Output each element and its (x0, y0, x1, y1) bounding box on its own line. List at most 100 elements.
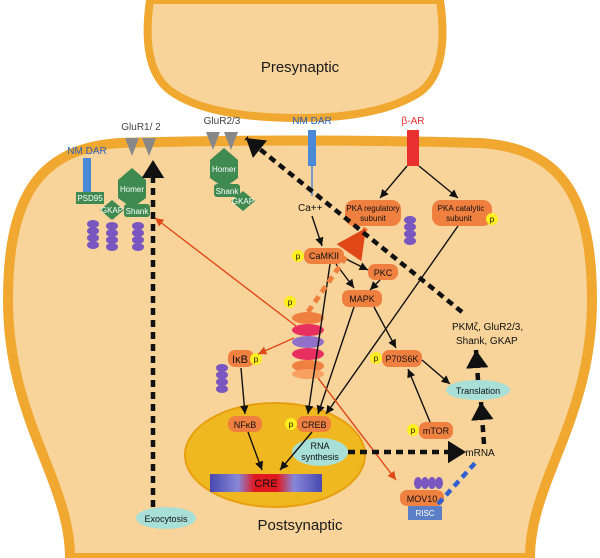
pka-catalytic-subunit (432, 200, 492, 226)
mtor-node (419, 422, 453, 439)
mtor-phospho-label: p (411, 426, 416, 435)
glur23-receptor-right (224, 132, 238, 150)
ubiquitin-chain-left-3 (132, 222, 144, 251)
arrow-betaar-to-pkareg (379, 165, 408, 199)
pka-cat-line2: subunit (446, 214, 473, 223)
ubiquitin-chain-left-2 (106, 222, 118, 251)
arrow-betaar-to-pkacat (418, 165, 459, 199)
creb-node (297, 416, 331, 432)
gkap-left-label: GKAP (101, 206, 123, 215)
mov10-node (400, 490, 444, 506)
exocytosis-node (136, 507, 196, 529)
arrow-mapk-to-creb (316, 306, 355, 415)
pka-cat-phospho (486, 213, 498, 225)
nmdar-left-label: NM DAR (67, 146, 106, 157)
pka-reg-line1: PKA regulatory (346, 204, 399, 213)
ikb-phospho (250, 353, 262, 365)
homer-top (210, 148, 238, 188)
psd95-box (76, 192, 104, 204)
mov10-label: MOV10 (407, 494, 438, 504)
nmdar-left-receptor (83, 158, 91, 192)
translation-label: Translation (456, 386, 500, 396)
pka-cat-line1: PKA catalytic (438, 204, 485, 213)
homer-top-label: Homer (212, 165, 236, 174)
shank-left-label: Shank (126, 207, 150, 216)
gkap-top-label: GKAP (232, 197, 254, 206)
arrow-mapk-to-p70s6k (373, 306, 397, 349)
ubiquitin-chain-left-1 (87, 220, 99, 249)
p70s6k-phospho-label: p (374, 354, 379, 363)
risc-node (408, 506, 442, 520)
psd95-label: PSD95 (77, 194, 103, 203)
shank-left (124, 204, 150, 217)
arrow-dashed-targets-to-glur23 (244, 136, 464, 314)
arrow-red-proteasome-to-mov10 (317, 377, 397, 481)
presynaptic-label: Presynaptic (261, 59, 340, 76)
pka-regulatory-subunit (345, 200, 401, 226)
arrow-pkacat-to-creb (325, 225, 459, 415)
exocytosis-label: Exocytosis (144, 514, 188, 524)
shank-top-label: Shank (216, 187, 240, 196)
creb-phospho (285, 418, 297, 430)
arrow-mtor-to-p70s6k (407, 368, 431, 423)
gkap-left (100, 200, 124, 220)
presynaptic-terminal (143, 0, 447, 123)
rna-synthesis-line2: synthesis (301, 452, 339, 462)
camkii-label: CaMKII (309, 251, 339, 261)
nfkb-label: NFκB (234, 420, 257, 430)
ubiquitin-chain-pka (404, 216, 416, 245)
beta-ar-receptor (407, 130, 419, 166)
postsynaptic-label: Postsynaptic (257, 517, 343, 534)
pka-cat-phospho-label: p (490, 215, 495, 224)
nmdar-center-receptor (308, 130, 316, 166)
glur12-receptor-left (125, 138, 139, 156)
targets-line1: PKMζ, GluR2/3, (452, 322, 523, 333)
rna-synthesis-node (292, 438, 348, 466)
mapk-node (342, 290, 382, 307)
p70s6k-phospho (370, 352, 382, 364)
dna-strand (210, 474, 322, 492)
arrow-orange-dashed-to-pkareg (305, 226, 369, 314)
ikb-node (228, 350, 254, 367)
nmdar-center-label: NM DAR (292, 116, 331, 127)
homer-left-label: Homer (120, 185, 144, 194)
arrow-dashed-blue-risc-to-mrna (436, 460, 478, 506)
p70s6k-node (382, 350, 422, 367)
arrow-ca-to-camkii (311, 215, 324, 247)
creb-phospho-label: p (289, 420, 294, 429)
camkii-phospho-label: p (296, 252, 301, 261)
creb-label: CREB (301, 420, 326, 430)
beta-ar-label: β-AR (402, 116, 425, 127)
ubiquitin-chain-mov10 (414, 477, 443, 489)
arrow-nfkb-to-cre (247, 431, 264, 471)
nfkb-node (228, 416, 262, 432)
camkii-phospho (292, 250, 304, 262)
glur23-label: GluR2/3 (204, 116, 241, 127)
risc-label: RISC (415, 509, 434, 518)
mtor-phospho (407, 424, 419, 436)
mapk-label: MAPK (349, 294, 375, 304)
cre-label: CRE (254, 478, 277, 490)
glur23-receptor-left (206, 132, 220, 150)
targets-line2: Shank, GKAP (456, 336, 518, 347)
gkap-top (231, 191, 255, 211)
camkii-node (304, 248, 344, 264)
homer-left (118, 168, 146, 208)
p70s6k-label: P70S6K (385, 354, 418, 364)
arrow-dashed-translation-to-targets (465, 349, 489, 381)
arrow-red-proteasome-to-shank (154, 217, 297, 327)
pkc-node (368, 264, 398, 280)
arrow-ikb-to-nfkb (240, 367, 249, 415)
pka-reg-line2: subunit (360, 214, 387, 223)
arrow-red-proteasome-to-ikb (257, 337, 295, 355)
pkc-label: PKC (374, 268, 393, 278)
mtor-label: mTOR (423, 426, 450, 436)
proteasome: p (284, 296, 324, 379)
ikb-label: IκB (232, 354, 248, 366)
arrow-creb-to-cre (279, 431, 313, 471)
ca-label: Ca++ (298, 203, 323, 214)
glur12-label: GluR1/ 2 (121, 122, 161, 133)
arrow-p70s6k-to-translation (421, 359, 451, 385)
rna-synthesis-line1: RNA (310, 441, 329, 451)
